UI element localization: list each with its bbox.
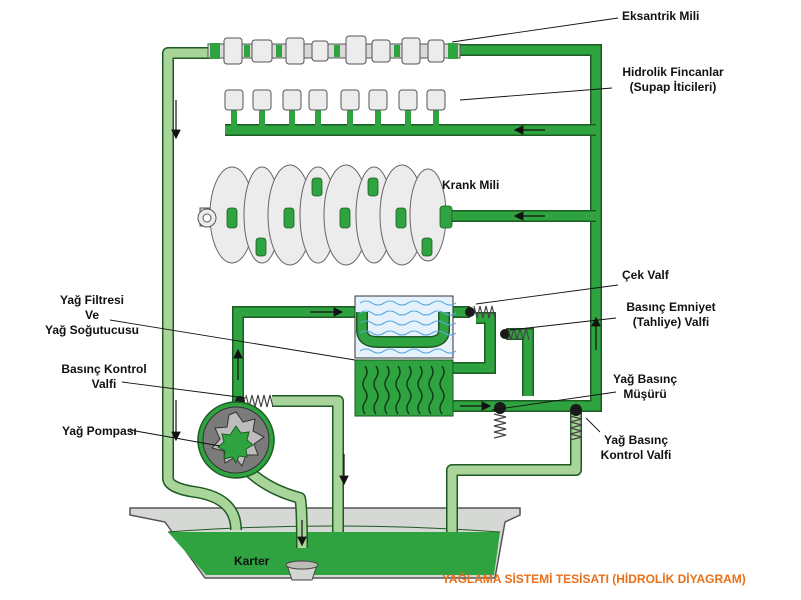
relief-valve [500, 327, 530, 341]
label-line: Yağ Basınç [612, 372, 678, 386]
label-camshaft: Eksantrik Mili [622, 9, 700, 23]
label-line: Ve [84, 308, 99, 322]
label-relief-valve: Basınç Emniyet (Tahliye) Valfi [612, 300, 730, 330]
label-pressure-control-right: Yağ Basınç Kontrol Valfi [590, 433, 682, 463]
label-pressure-switch: Yağ Basınç Müşürü [604, 372, 686, 402]
label-pressure-control-left: Basınç Kontrol Valfi [44, 362, 164, 392]
label-line: Yağ Filtresi [59, 293, 125, 307]
hydraulic-lifters [224, 89, 446, 111]
oil-pump [197, 401, 275, 479]
camshaft [207, 35, 461, 65]
label-line: Basınç Kontrol [61, 362, 147, 376]
flow-arrows [171, 100, 601, 547]
label-crankshaft: Krank Mili [442, 178, 500, 192]
leader-lines [109, 17, 619, 447]
label-hydraulic-lifters: Hidrolik Fincanlar (Supap İticileri) [612, 65, 734, 95]
diagram-title: YAĞLAMA SİSTEMİ TESİSATI (HİDROLİK DİYAG… [442, 572, 746, 586]
label-line: Valfi [91, 377, 117, 391]
label-line: Hidrolik Fincanlar [622, 65, 724, 79]
return-lines [162, 47, 582, 549]
label-oil-pan: Karter [234, 554, 270, 568]
label-oil-pump: Yağ Pompası [62, 424, 137, 438]
oil-strainer [285, 560, 319, 581]
pressure-switch [493, 402, 507, 439]
label-line: Kontrol Valfi [600, 448, 672, 462]
label-line: (Supap İticileri) [629, 80, 717, 94]
label-check-valve: Çek Valf [622, 268, 669, 282]
label-line: (Tahliye) Valfi [632, 315, 710, 329]
pressure-control-valve-right [569, 404, 583, 441]
oil-filter-cooler [354, 295, 457, 417]
check-valve [465, 305, 496, 319]
oil-pan [129, 507, 521, 579]
label-line: Müşürü [623, 387, 667, 401]
label-line: Yağ Soğutucusu [44, 323, 139, 337]
label-line: Basınç Emniyet [626, 300, 716, 314]
crankshaft [197, 164, 453, 266]
label-filter-cooler: Yağ Filtresi Ve Yağ Soğutucusu [36, 293, 148, 338]
label-line: Yağ Basınç [603, 433, 669, 447]
